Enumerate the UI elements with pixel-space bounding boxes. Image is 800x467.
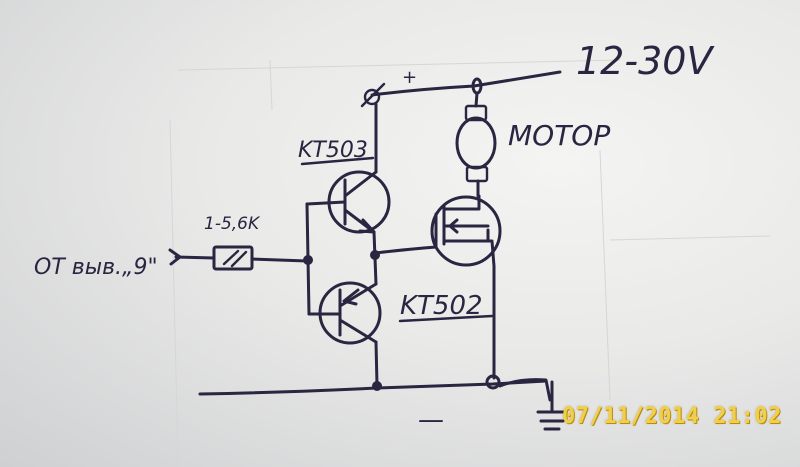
ground-node-right [485, 374, 501, 390]
mosfet-symbol [430, 194, 502, 268]
supply-voltage-label: 12-30V [576, 39, 715, 83]
gate-drive-wire [373, 245, 438, 255]
minus-sign-label: — [418, 405, 444, 435]
input-wire [174, 255, 216, 260]
supply-terminal [363, 88, 381, 106]
motor-symbol [455, 91, 497, 198]
supply-terminal-slash [360, 82, 386, 108]
upper-base-wire [305, 200, 347, 206]
lower-transistor-label: KT502 [400, 291, 483, 321]
upper-transistor-underline [300, 156, 375, 166]
lower-collector-wire [374, 340, 379, 387]
resistor-value-label: 1-5,6K [204, 214, 261, 234]
upper-transistor-label: KT503 [298, 138, 368, 163]
paper-grid [169, 59, 771, 461]
input-source-label: OT выв.„9" [34, 255, 158, 280]
ground-return-hook [498, 378, 552, 402]
resistor-to-base-wire [250, 257, 309, 263]
ground-symbol [536, 380, 568, 431]
motor-label: MOTOP [508, 119, 610, 152]
date-time-stamp: 07/11/2014 21:02 [562, 404, 782, 429]
plus-sign-label: + [402, 67, 417, 88]
resistor-symbol [212, 245, 254, 271]
input-arrow [168, 248, 182, 266]
supply-rail-wire [370, 70, 562, 97]
lower-transistor-underline [398, 314, 494, 323]
ground-node-left [372, 381, 382, 391]
